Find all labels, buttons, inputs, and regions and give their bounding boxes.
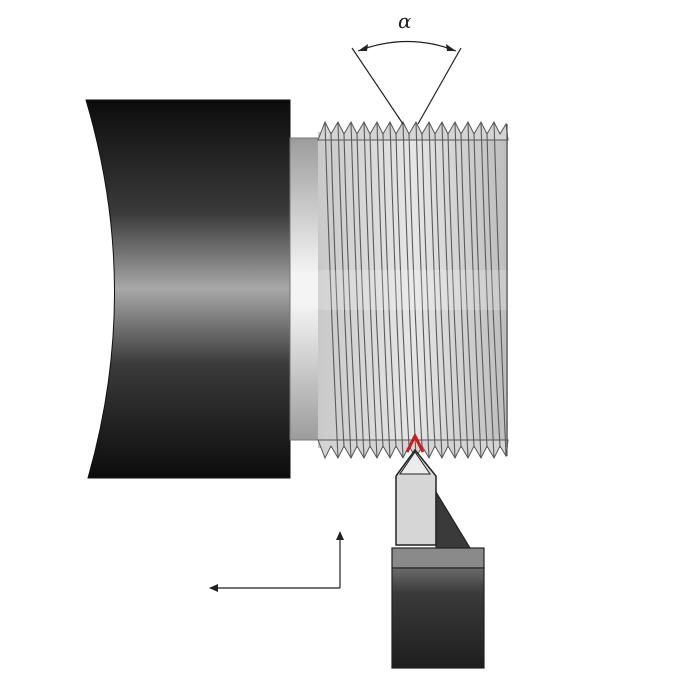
angle-arc [357,40,457,52]
angle-arc-arrow-right [446,44,456,51]
angle-arc-arrow-left [358,44,368,51]
cutting-tool [391,448,485,669]
chuck-body [85,99,291,479]
threaded-section [317,120,509,460]
tool-holder [391,567,485,669]
thread-crest-top [317,120,509,141]
workpiece-neck [289,137,321,441]
angle-line-left [351,47,404,125]
tool-insert-tip [399,451,431,475]
angle-line-right [417,47,462,125]
feed-direction-arrows [209,531,344,592]
tool-shim [391,547,485,569]
thread-helix-lines [324,121,507,459]
thread-angle-indicator: α [351,9,462,125]
thread-highlight [318,270,508,310]
cut-zone-highlight [405,432,425,453]
tool-clamp [435,489,472,549]
angle-label: α [398,9,412,33]
